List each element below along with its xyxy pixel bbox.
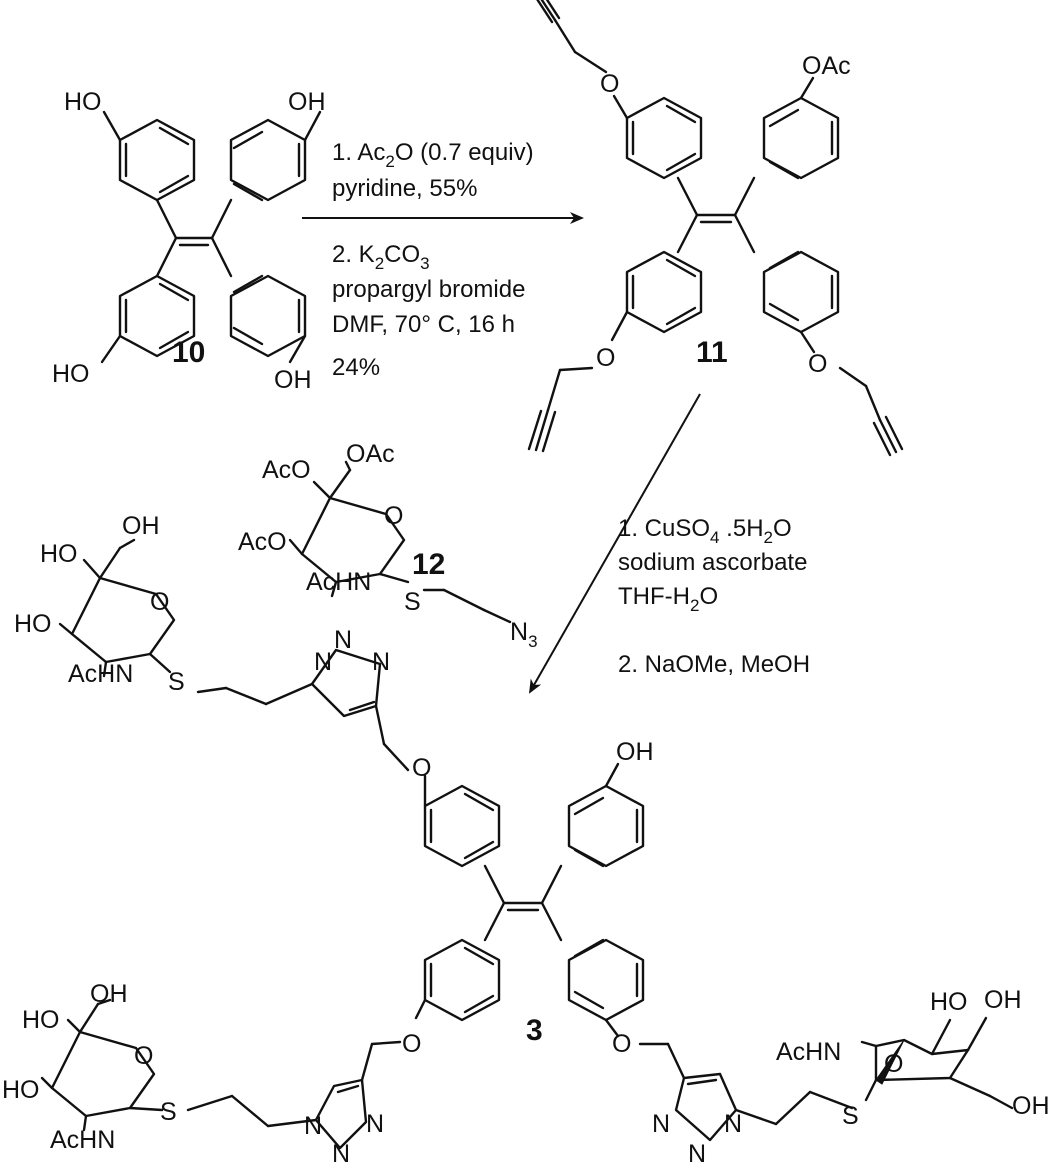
compound-3-label: 3 (526, 1014, 543, 1047)
atom-label: N (510, 618, 528, 646)
atom-label: O (412, 754, 431, 782)
svg-text:1. Ac2O (0.7 equiv): 1. Ac2O (0.7 equiv) (332, 139, 534, 171)
step1-line5: DMF, 70° C, 16 h (332, 311, 515, 338)
reaction-arrow-2 (529, 393, 701, 694)
step1-line4: propargyl bromide (332, 276, 525, 303)
svg-text:THF-H2O: THF-H2O (618, 583, 718, 615)
atom-label: N (652, 1110, 670, 1138)
step2-line2: sodium ascorbate (618, 549, 807, 576)
atom-label: OH (616, 738, 654, 766)
atom-label: HO (2, 1076, 40, 1104)
svg-text:N3: N3 (510, 618, 538, 651)
atom-label: S (404, 588, 421, 616)
atom-label: HO (14, 610, 52, 638)
compound-10-label: 10 (172, 336, 205, 369)
atom-label: O (600, 70, 619, 98)
atom-label: O (596, 344, 615, 372)
atom-label: HO (930, 988, 968, 1016)
atom-label: N (688, 1140, 706, 1168)
atom-label: S (168, 668, 185, 696)
atom-label: AcO (262, 456, 311, 484)
compound-11-structure (527, 0, 904, 457)
atom-label: N (332, 1140, 350, 1168)
svg-text:1. CuSO4 .5H2O: 1. CuSO4 .5H2O (618, 515, 792, 547)
atom-label: OH (984, 986, 1022, 1014)
atom-label: HO (22, 1006, 60, 1034)
atom-label: AcHN (306, 568, 371, 596)
atom-label: O (134, 1042, 153, 1070)
compound-10-structure (100, 110, 322, 364)
step1-line3: 2. K (332, 241, 375, 268)
atom-label: AcHN (68, 660, 133, 688)
atom-label: OH (122, 512, 160, 540)
atom-label: AcO (238, 528, 287, 556)
atom-label: O (884, 1050, 903, 1078)
compound-3-upper-arm (58, 538, 410, 772)
atom-label: O (402, 1030, 421, 1058)
atom-label: AcHN (776, 1038, 841, 1066)
step1-line2: pyridine, 55% (332, 175, 477, 202)
atom-label: AcHN (50, 1126, 115, 1154)
compound-3-core (414, 762, 645, 1038)
step1-line1: 1. Ac (332, 139, 385, 166)
atom-label: OAc (346, 440, 395, 468)
step2-conditions: 1. CuSO4 .5H2O sodium ascorbate THF-H2O … (618, 515, 810, 678)
svg-text:2. K2CO3: 2. K2CO3 (332, 241, 430, 273)
atom-label: N (724, 1110, 742, 1138)
atom-label: N (304, 1112, 322, 1140)
atom-label: OH (90, 980, 128, 1008)
atom-label: N (314, 648, 332, 676)
atom-label: N (334, 626, 352, 654)
step2-line4: 2. NaOMe, MeOH (618, 651, 810, 678)
step1-line6: 24% (332, 354, 380, 381)
compound-12-structure (288, 460, 512, 624)
atom-label: N (372, 648, 390, 676)
atom-label: O (612, 1030, 631, 1058)
atom-label: S (842, 1102, 859, 1130)
atom-label: OH (274, 366, 312, 394)
atom-label: HO (64, 88, 102, 116)
step1-conditions: 1. Ac2O (0.7 equiv) pyridine, 55% 2. K2C… (332, 139, 534, 381)
atom-label: O (384, 502, 403, 530)
compound-3-lower-left-arm (40, 998, 402, 1150)
atom-label: O (150, 588, 169, 616)
step2-line1: 1. CuSO (618, 515, 710, 542)
atom-label: OAc (802, 52, 851, 80)
atom-label: S (160, 1098, 177, 1126)
atom-label: N (366, 1110, 384, 1138)
atom-label: HO (40, 540, 78, 568)
compound-11-label: 11 (696, 336, 728, 369)
compound-3-lower-right-arm (638, 1016, 1014, 1142)
atom-label: O (808, 350, 827, 378)
atom-label: OH (288, 88, 326, 116)
compound-12-label: 12 (412, 548, 445, 581)
step2-line3: THF-H (618, 583, 690, 610)
atom-label: OH (1012, 1092, 1050, 1120)
atom-label: HO (52, 360, 90, 388)
